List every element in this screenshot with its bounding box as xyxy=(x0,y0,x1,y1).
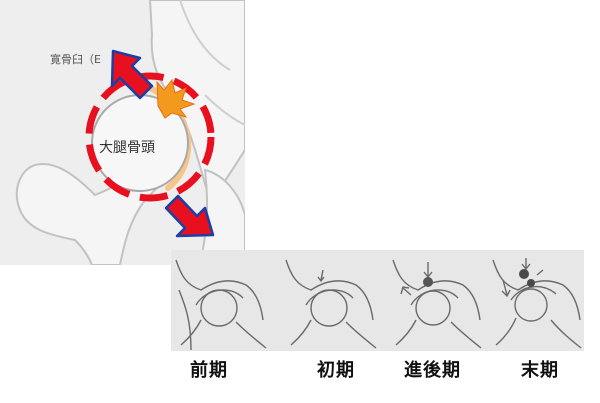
xray-cyst xyxy=(423,277,433,287)
stage-label-advanced: 進後期 xyxy=(404,360,461,381)
ischium-bone xyxy=(198,168,245,265)
acetabulum-label: 寛骨臼（E xyxy=(50,53,101,66)
xray-panel-advanced xyxy=(392,259,482,349)
stage-label-end: 末期 xyxy=(521,360,559,381)
red-arrow-icon xyxy=(164,194,215,238)
femoral-head-label: 大腿骨頭 xyxy=(99,140,155,156)
hip-joint-illustration: 寛骨臼（E 大腿骨頭 xyxy=(0,0,245,265)
pelvis-bone xyxy=(148,0,245,202)
xray-sketches xyxy=(175,258,582,351)
pain-burst-icon xyxy=(156,78,196,119)
xray-cyst xyxy=(527,279,535,287)
stage-label-initial: 初期 xyxy=(317,360,355,381)
red-arrow-icon xyxy=(110,49,154,100)
hip-joint-drawing xyxy=(15,0,245,265)
xray-cyst xyxy=(519,269,529,279)
xray-panel-early xyxy=(175,259,267,351)
dashed-ring xyxy=(85,72,215,202)
xray-progression-strip xyxy=(171,250,584,351)
stage-label-pre: 前期 xyxy=(190,360,228,381)
xray-panel-initial xyxy=(285,259,377,349)
xray-panel-end xyxy=(492,258,582,349)
pelvis-inner-contour xyxy=(179,0,245,126)
